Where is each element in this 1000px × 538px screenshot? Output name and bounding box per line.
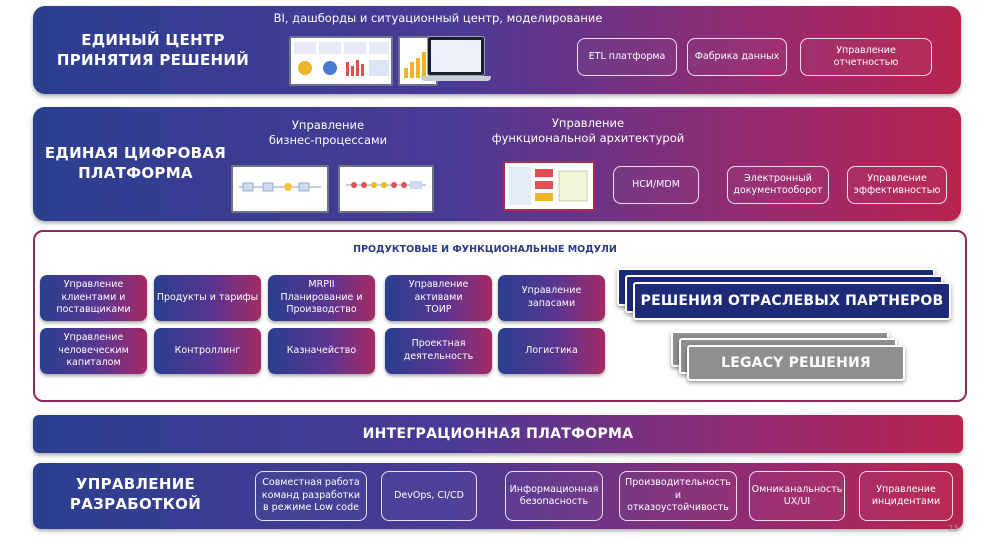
architecture-management-label: Управление функциональной архитектурой [491, 116, 685, 145]
bp-flow-thumbnail [338, 165, 434, 213]
module-inventory: Управление запасами [498, 275, 605, 321]
etl-platform-chip: ETL платформа [577, 38, 677, 76]
process-flow-icon [239, 182, 321, 192]
module-treasury: Казначейство [268, 328, 375, 374]
integration-band: ИНТЕГРАЦИОННАЯ ПЛАТФОРМА [33, 415, 963, 453]
legacy-solutions-label: LEGACY РЕШЕНИЯ [721, 355, 871, 371]
bi-dashboard-thumbnail [289, 36, 393, 86]
module-mrp: MRPII Планирование и Производство [268, 275, 375, 321]
decision-center-band: ЕДИНЫЙ ЦЕНТР ПРИНЯТИЯ РЕШЕНИЙ BI, дашбор… [33, 6, 961, 94]
module-assets: Управление активами ТОИР [385, 275, 492, 321]
bp-diagram-thumbnail [231, 165, 329, 213]
decision-center-title: ЕДИНЫЙ ЦЕНТР ПРИНЯТИЯ РЕШЕНИЙ [56, 31, 250, 70]
laptop-icon [421, 36, 491, 88]
incident-management-chip: Управление инцидентами [859, 471, 953, 521]
page-number: 23 [948, 524, 959, 533]
data-factory-chip: Фабрика данных [687, 38, 787, 76]
security-chip: Информационная безопасность [505, 471, 603, 521]
development-band: УПРАВЛЕНИЕ РАЗРАБОТКОЙ Совместная работа… [33, 463, 963, 529]
module-human-capital: Управление человеческим капиталом [40, 328, 147, 374]
efficiency-management-chip: Управление эффективностью [847, 166, 947, 204]
module-logistics: Логистика [498, 328, 605, 374]
module-products: Продукты и тарифы [154, 275, 261, 321]
reporting-management-chip: Управление отчетностью [800, 38, 932, 76]
digital-platform-title: ЕДИНАЯ ЦИФРОВАЯ ПЛАТФОРМА [44, 144, 227, 183]
architecture-diagram-icon [509, 167, 588, 205]
architecture-thumbnail [503, 161, 595, 211]
development-title: УПРАВЛЕНИЕ РАЗРАБОТКОЙ [69, 475, 202, 514]
workflow-icon [346, 181, 426, 189]
decision-center-subtitle: BI, дашборды и ситуационный центр, модел… [273, 11, 603, 25]
performance-chip: Производительность и отказоустойчивость [619, 471, 737, 521]
edo-chip: Электронный документооборот [727, 166, 829, 204]
module-controlling: Контроллинг [154, 328, 261, 374]
lowcode-collaboration-chip: Совместная работа команд разработки в ре… [255, 471, 367, 521]
modules-panel: ПРОДУКТОВЫЕ И ФУНКЦИОНАЛЬНЫЕ МОДУЛИ Упра… [33, 230, 967, 402]
legacy-card-front: LEGACY РЕШЕНИЯ [687, 345, 905, 381]
modules-title: ПРОДУКТОВЫЕ И ФУНКЦИОНАЛЬНЫЕ МОДУЛИ [353, 244, 617, 255]
partner-solutions-label: РЕШЕНИЯ ОТРАСЛЕВЫХ ПАРТНЕРОВ [640, 293, 944, 309]
devops-chip: DevOps, CI/CD [381, 471, 477, 521]
integration-title: ИНТЕГРАЦИОННАЯ ПЛАТФОРМА [362, 426, 634, 442]
digital-platform-band: ЕДИНАЯ ЦИФРОВАЯ ПЛАТФОРМА Управление биз… [33, 107, 961, 221]
dashboard-charts-icon [294, 42, 389, 76]
partner-card-front: РЕШЕНИЯ ОТРАСЛЕВЫХ ПАРТНЕРОВ [633, 282, 951, 320]
omnichannel-chip: Омниканальность UX/UI [749, 471, 845, 521]
nsi-mdm-chip: НСИ/MDM [613, 166, 699, 204]
module-clients: Управление клиентами и поставщиками [40, 275, 147, 321]
module-projects: Проектная деятельность [385, 328, 492, 374]
bp-management-label: Управление бизнес-процессами [268, 118, 388, 147]
